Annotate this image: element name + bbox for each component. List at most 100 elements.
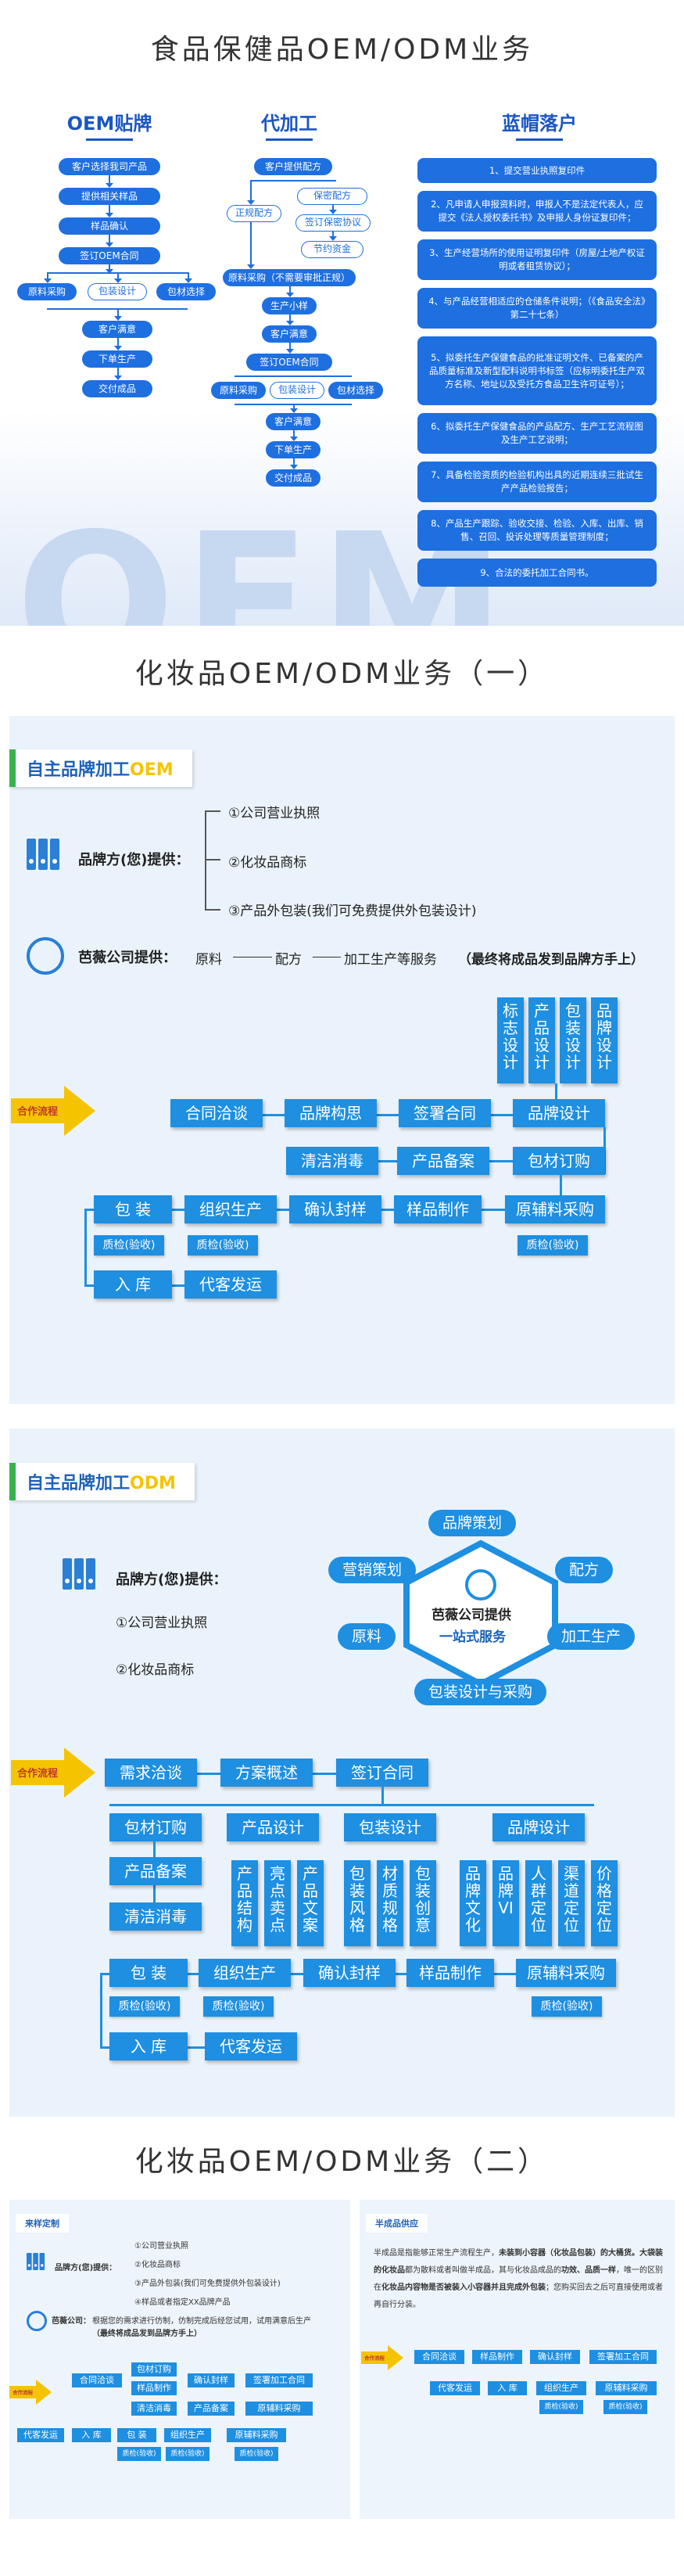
sp-qc-2: 质检(验收): [603, 2400, 647, 2414]
semi-product-tag: 半成品供应: [366, 2214, 428, 2233]
sc-item-3: ③产品外包装(我们可免费提供外包装设计): [134, 2280, 281, 2288]
lanmao-step-1: 1、提交营业执照复印件: [417, 158, 657, 183]
section-title-cosmetic-2: 化妆品OEM/ODM业务（二）: [134, 2146, 550, 2178]
odm-row3-4: 样品制作: [406, 1959, 494, 1987]
oem-branch-1: 原料采购: [17, 283, 77, 300]
network-icon: [27, 937, 64, 975]
odm-row3-5: 原辅料采购: [516, 1959, 616, 1987]
odm-vert-5: 材质规格: [377, 1860, 403, 1946]
sc-r1-1: 合同洽谈: [72, 2373, 122, 2387]
odm-vert-11: 价格定位: [591, 1860, 618, 1946]
ring-material: 原料: [338, 1623, 396, 1650]
col-oem-head: OEM贴牌: [47, 108, 172, 141]
sc-r2-3: 原辅料采购: [245, 2402, 313, 2416]
sample-custom-tag: 来样定制: [16, 2214, 69, 2233]
odm-vert-4: 包装风格: [344, 1860, 371, 1946]
sc-brand-label: 品牌方(您)提供：: [55, 2264, 117, 2272]
odm-left-2: 清洁消毒: [109, 1902, 202, 1931]
company-provide-label: 芭薇公司提供：: [78, 950, 177, 966]
sc-company-note: （最终将成品发到品牌方手上）: [92, 2330, 202, 2338]
dj-mid-4: 签订OEM合同: [246, 354, 332, 371]
oem-qc-1: 质检(验收): [94, 1235, 164, 1256]
odm-row3-1: 包 装: [109, 1959, 188, 1987]
odm-row1-1: 需求洽谈: [105, 1759, 197, 1787]
sp-r1-2: 样品制作: [472, 2350, 522, 2364]
sp-r2-1: 代客发运: [430, 2381, 480, 2395]
one-stop-line2: 一站式服务: [439, 1629, 506, 1645]
oem-row4-2: 代客发运: [184, 1270, 277, 1299]
sp-r2-3: 组织生产: [536, 2381, 586, 2395]
brand-item-2: ②化妆品商标: [228, 855, 307, 871]
odm-brand-item-1: ①公司营业执照: [116, 1615, 208, 1631]
sc-qc-3: 质检(验收): [235, 2447, 278, 2461]
col-daijiagong-head: 代加工: [235, 108, 344, 141]
oem-row1-1: 合同洽谈: [170, 1099, 263, 1127]
dj-right-3: 节约资金: [301, 241, 363, 258]
brand-provide-label: 品牌方(您)提供：: [78, 852, 190, 868]
sc-r3-1: 代客发运: [17, 2428, 64, 2442]
oem-row1-4: 品牌设计: [513, 1099, 605, 1127]
sample-custom-card: [9, 2200, 350, 2519]
odm-vert-10: 渠道定位: [558, 1860, 585, 1946]
oem-row3-3: 确认封样: [289, 1195, 381, 1223]
company-flow-2: 配方: [275, 952, 302, 968]
dj-right-1: 保密配方: [297, 188, 367, 205]
odm-vert-7: 品牌文化: [460, 1860, 486, 1946]
design-pack: 包装设计: [560, 997, 586, 1083]
col-daijiagong-title: 代加工: [261, 113, 317, 135]
sp-r1-4: 签署加工合同: [589, 2350, 657, 2364]
food-oem-section: OEM OEM贴牌 客户选择我司产品 提供相关样品 样品确认 签订OEM合同 原…: [0, 86, 684, 626]
lanmao-step-5: 5、拟委托生产保健食品的批准证明文件、已备案的产品质量标准及新型配料说明书标签（…: [417, 336, 657, 405]
oem-step-1: 客户选择我司产品: [59, 158, 160, 175]
odm-qc-3: 质检(验收): [532, 1996, 602, 2017]
sc-company-label: 芭薇公司：: [52, 2317, 91, 2326]
sp-qc-1: 质检(验收): [539, 2400, 583, 2414]
flow-arrow-4: 合作流程: [361, 2345, 404, 2370]
odm-row2-1: 包材订购: [109, 1813, 202, 1841]
sp-r1-3: 确认封样: [530, 2350, 580, 2364]
oem-row4-1: 入 库: [94, 1270, 172, 1299]
odm-row1-3: 签订合同: [336, 1759, 428, 1787]
odm-row1-2: 方案概述: [220, 1759, 313, 1787]
odm-vert-2: 亮点卖点: [264, 1860, 291, 1946]
ring-marketing: 营销策划: [328, 1557, 417, 1583]
dj-tail-3: 交付成品: [266, 469, 321, 487]
oem-step-2: 提供相关样品: [59, 188, 160, 205]
design-logo: 标志设计: [497, 997, 524, 1083]
folder-icon-3: [27, 2253, 48, 2272]
odm-row3-3: 确认封样: [303, 1959, 396, 1987]
odm-vert-1: 产品结构: [231, 1860, 258, 1946]
brand-item-1: ①公司营业执照: [228, 806, 321, 821]
odm-qc-1: 质检(验收): [109, 1996, 180, 2017]
section-title-cosmetic-1: 化妆品OEM/ODM业务（一）: [134, 658, 550, 690]
oem-row3-1: 包 装: [94, 1195, 172, 1223]
dj-mid-2: 生产小样: [262, 297, 317, 314]
dj-branch-2: 包装设计: [270, 382, 324, 399]
oem-row3-4: 样品制作: [394, 1195, 482, 1223]
odm-row2-4: 品牌设计: [492, 1813, 585, 1841]
ring-formula: 配方: [555, 1557, 614, 1583]
dj-tail-1: 客户满意: [266, 413, 321, 430]
odm-row4-1: 入 库: [109, 2032, 188, 2060]
sc-r1-2b: 样品制作: [131, 2381, 177, 2395]
col-lanmao-title: 蓝帽落户: [502, 113, 577, 135]
company-flow-3: 加工生产等服务: [344, 952, 437, 968]
sc-r1-4: 签署加工合同: [245, 2373, 313, 2387]
oem-step-3: 样品确认: [59, 217, 160, 235]
ring-brand-plan: 品牌策划: [428, 1510, 517, 1536]
oem-tail-3: 交付成品: [82, 380, 152, 397]
col-lanmao-head: 蓝帽落户: [469, 108, 610, 141]
sc-r2-1: 清洁消毒: [131, 2402, 177, 2416]
lanmao-step-8: 8、产品生产跟踪、验收交接、检验、入库、出库、销售、召回、投诉处理等质量管理制度…: [417, 510, 657, 551]
ring-pack-design: 包装设计与采购: [414, 1679, 547, 1705]
lanmao-step-6: 6、拟委托生产保健食品的产品配方、生产工艺流程图及生产工艺说明；: [417, 413, 657, 454]
dj-top: 客户提供配方: [254, 158, 332, 175]
folder-icon: [27, 839, 66, 873]
dj-tail-2: 下单生产: [266, 441, 321, 458]
odm-row2-3: 包装设计: [344, 1813, 436, 1841]
oem-row3-5: 原辅料采购: [505, 1195, 605, 1223]
brand-item-3: ③产品外包装(我们可免费提供外包装设计): [228, 904, 477, 919]
dj-branch-3: 包材选择: [328, 382, 383, 399]
flow-arrow-2: 合作流程: [11, 1748, 97, 1798]
sc-qc-1: 质检(验收): [117, 2447, 161, 2461]
